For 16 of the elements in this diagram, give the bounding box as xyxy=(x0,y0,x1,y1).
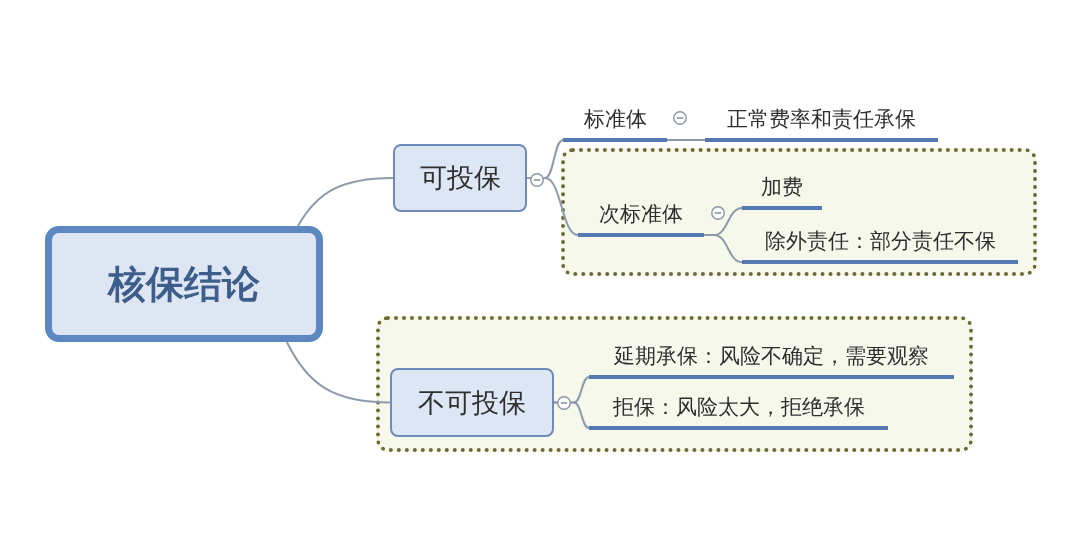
central-topic-box: 核保结论 xyxy=(45,226,323,342)
connector-line xyxy=(703,234,743,263)
boundary-frame xyxy=(561,148,1037,276)
branch-topic-box: 可投保 xyxy=(393,144,527,212)
underlined-subtopic: 加费 xyxy=(742,172,822,210)
underlined-subtopic: 拒保：风险太大，拒绝承保 xyxy=(589,392,888,430)
boundary-frame xyxy=(376,316,973,452)
connector-line xyxy=(285,341,391,404)
connector-line xyxy=(297,177,394,227)
underlined-subtopic: 延期承保：风险不确定，需要观察 xyxy=(589,341,954,379)
connector-line xyxy=(666,139,706,141)
branch-topic-box: 不可投保 xyxy=(390,368,554,437)
underlined-subtopic: 次标准体 xyxy=(578,199,704,237)
underlined-subtopic: 标准体 xyxy=(563,104,667,142)
underlined-subtopic: 除外责任：部分责任不保 xyxy=(742,226,1018,264)
underlined-subtopic: 正常费率和责任承保 xyxy=(705,104,938,142)
